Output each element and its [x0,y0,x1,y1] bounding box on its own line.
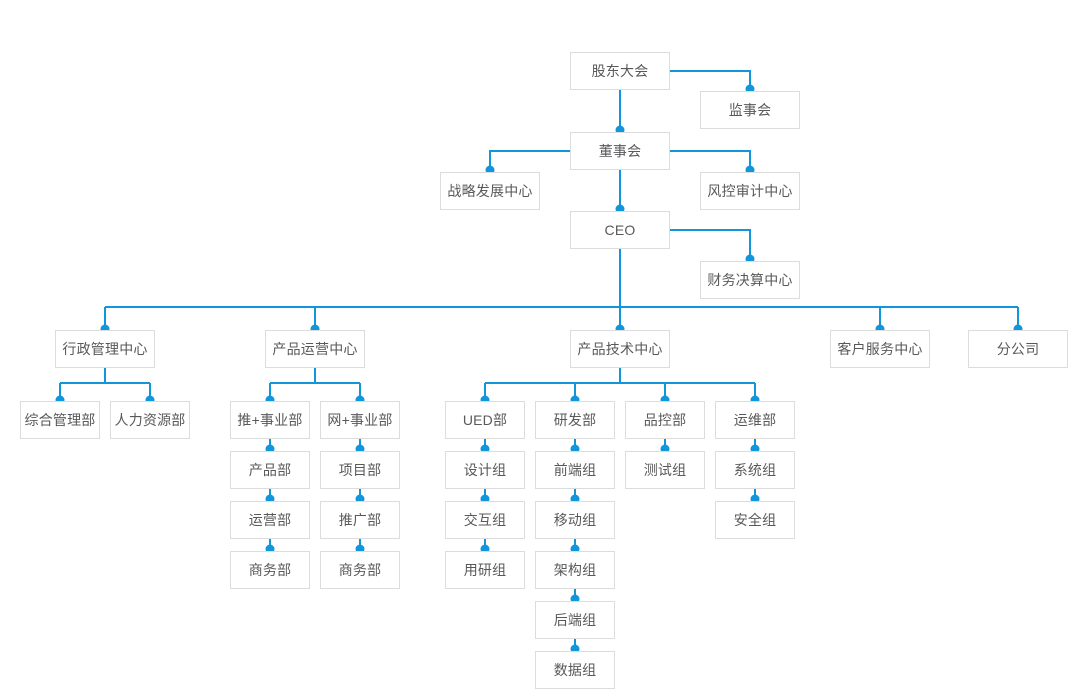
org-node-label: 项目部 [338,462,382,478]
org-node-label: 财务决算中心 [707,272,793,288]
org-node-label: 分公司 [996,341,1040,357]
org-node-label: 推+事业部 [237,412,303,428]
org-node-n19[interactable]: 运营部 [230,501,310,539]
org-node-n37[interactable]: 数据组 [535,651,615,689]
org-node-label: 产品技术中心 [577,341,663,357]
org-node-n33[interactable]: 安全组 [715,501,795,539]
org-node-label: 测试组 [643,462,687,478]
org-node-n34[interactable]: 用研组 [445,551,525,589]
org-node-n25[interactable]: 品控部 [625,401,705,439]
connector-line [489,150,570,169]
org-node-label: 监事会 [728,102,772,118]
org-node-n32[interactable]: 移动组 [535,501,615,539]
org-node-n30[interactable]: 系统组 [715,451,795,489]
org-node-n36[interactable]: 后端组 [535,601,615,639]
org-node-label: 产品运营中心 [272,341,358,357]
org-node-n2[interactable]: 监事会 [700,91,800,129]
connector-line [484,368,756,398]
org-node-n29[interactable]: 测试组 [625,451,705,489]
org-node-n14[interactable]: 人力资源部 [110,401,190,439]
org-node-label: 行政管理中心 [62,341,148,357]
org-node-n1[interactable]: 股东大会 [570,52,670,90]
org-node-label: 运维部 [733,412,777,428]
org-node-n24[interactable]: 研发部 [535,401,615,439]
org-node-n31[interactable]: 交互组 [445,501,525,539]
org-node-label: 数据组 [553,662,597,678]
org-node-label: 网+事业部 [327,412,393,428]
org-node-n13[interactable]: 综合管理部 [20,401,100,439]
org-node-label: 商务部 [248,562,292,578]
org-node-n8[interactable]: 行政管理中心 [55,330,155,368]
org-node-label: 运营部 [248,512,292,528]
org-node-n20[interactable]: 推广部 [320,501,400,539]
org-node-label: 推广部 [338,512,382,528]
org-node-n3[interactable]: 董事会 [570,132,670,170]
org-node-n18[interactable]: 项目部 [320,451,400,489]
connector-line [670,70,751,88]
org-node-label: 风控审计中心 [707,183,793,199]
org-node-n35[interactable]: 架构组 [535,551,615,589]
org-node-n17[interactable]: 产品部 [230,451,310,489]
org-node-n10[interactable]: 产品技术中心 [570,330,670,368]
org-node-label: 移动组 [553,512,597,528]
org-node-label: 系统组 [733,462,777,478]
org-node-n9[interactable]: 产品运营中心 [265,330,365,368]
org-node-label: 综合管理部 [24,412,96,428]
org-node-n16[interactable]: 网+事业部 [320,401,400,439]
org-node-label: 架构组 [553,562,597,578]
org-node-n27[interactable]: 设计组 [445,451,525,489]
org-node-n12[interactable]: 分公司 [968,330,1068,368]
connector-line [269,368,361,398]
org-node-n21[interactable]: 商务部 [230,551,310,589]
org-node-label: 董事会 [598,143,642,159]
org-node-label: UED部 [462,412,508,428]
org-node-label: CEO [604,222,636,238]
org-node-label: 前端组 [553,462,597,478]
org-node-label: 用研组 [463,562,507,578]
org-node-n22[interactable]: 商务部 [320,551,400,589]
org-node-n6[interactable]: CEO [570,211,670,249]
connector-line [59,368,151,398]
org-node-label: 交互组 [463,512,507,528]
org-node-label: 股东大会 [591,63,649,79]
org-node-n23[interactable]: UED部 [445,401,525,439]
org-node-n7[interactable]: 财务决算中心 [700,261,800,299]
org-node-label: 产品部 [248,462,292,478]
org-node-n5[interactable]: 风控审计中心 [700,172,800,210]
connector-line [670,229,751,258]
org-node-label: 安全组 [733,512,777,528]
org-node-label: 后端组 [553,612,597,628]
org-node-label: 研发部 [553,412,597,428]
org-node-n28[interactable]: 前端组 [535,451,615,489]
org-node-label: 战略发展中心 [447,183,533,199]
org-node-n11[interactable]: 客户服务中心 [830,330,930,368]
org-node-label: 设计组 [463,462,507,478]
connector-line [670,150,751,169]
org-node-n4[interactable]: 战略发展中心 [440,172,540,210]
org-node-label: 客户服务中心 [837,341,923,357]
org-node-label: 商务部 [338,562,382,578]
org-node-n15[interactable]: 推+事业部 [230,401,310,439]
org-node-label: 品控部 [643,412,687,428]
org-node-label: 人力资源部 [114,412,186,428]
org-node-n26[interactable]: 运维部 [715,401,795,439]
